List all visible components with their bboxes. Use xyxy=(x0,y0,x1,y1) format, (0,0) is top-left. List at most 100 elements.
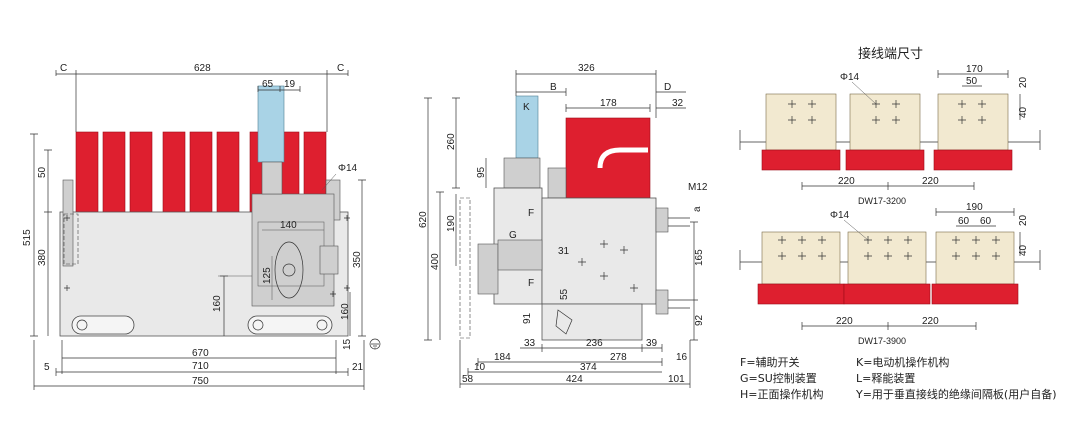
terminal-3900: Φ14 190 60 60 20 40 220 220 DW17-3900 xyxy=(739,202,1041,346)
terminal-3900-dim-190: 190 xyxy=(966,202,983,213)
terminal-3900-dim-20: 20 xyxy=(1018,214,1029,226)
legend: F=辅助开关 K=电动机操作机构 G=SU控制装置 L=释能装置 H=正面操作机… xyxy=(740,355,1057,401)
side-handle-bar xyxy=(597,147,648,169)
side-dim-190: 190 xyxy=(446,215,457,232)
terminal-3200-dim-170: 170 xyxy=(966,64,983,75)
side-phase-plate xyxy=(565,117,651,199)
side-insulation-plate xyxy=(459,197,471,339)
side-dim-58: 58 xyxy=(462,374,474,385)
side-dim-620: 620 xyxy=(418,211,429,228)
front-dim-750: 750 xyxy=(192,376,209,387)
terminal-3200-caption: DW17-3200 xyxy=(858,196,906,206)
legend-item-h: H=正面操作机构 xyxy=(740,387,824,401)
terminal-3900-plate-2 xyxy=(847,231,927,285)
side-label-f-bottom: F xyxy=(528,278,534,289)
front-dim-380: 380 xyxy=(37,249,48,266)
front-dim-5: 5 xyxy=(44,362,50,373)
side-dim-m12: M12 xyxy=(688,182,708,193)
side-dim-39: 39 xyxy=(646,338,658,349)
front-dim-19: 19 xyxy=(284,79,296,90)
front-lift-handle-left xyxy=(71,315,135,335)
side-lever xyxy=(555,309,573,335)
front-dim-125: 125 xyxy=(262,267,273,284)
side-dim-a: a xyxy=(692,206,703,212)
front-dim-160: 160 xyxy=(212,295,223,312)
front-handle-ellipse xyxy=(274,241,304,299)
side-aux-block xyxy=(547,167,567,199)
side-dim-278: 278 xyxy=(610,352,627,363)
front-aux-block xyxy=(319,245,339,275)
side-dim-260: 260 xyxy=(446,133,457,150)
side-mount-marks xyxy=(578,240,638,292)
front-motor-shaft xyxy=(261,161,283,195)
side-dim-165: 165 xyxy=(694,249,705,266)
terminal-3900-dim-60a: 60 xyxy=(958,216,970,227)
side-dim-95: 95 xyxy=(476,166,487,178)
front-dim-670: 670 xyxy=(192,348,209,359)
terminal-3900-phi14: Φ14 xyxy=(830,210,850,221)
terminal-3200-red-2 xyxy=(845,149,925,171)
terminal-3200-red-1 xyxy=(761,149,841,171)
legend-item-k: K=电动机操作机构 xyxy=(856,355,949,369)
terminal-3200-red-3 xyxy=(933,149,1013,171)
side-lower-frame xyxy=(541,303,643,341)
front-phase-plate xyxy=(216,131,240,215)
terminal-3900-red-1 xyxy=(757,283,845,305)
side-dim-400: 400 xyxy=(430,253,441,270)
terminal-3200-dim-40: 40 xyxy=(1018,106,1029,118)
terminal-3900-dim-220c: 220 xyxy=(836,316,853,327)
front-dim-21: 21 xyxy=(352,362,364,373)
legend-item-g: G=SU控制装置 xyxy=(740,371,817,385)
front-view: C 628 C 65 19 Φ14 140 515 380 50 160 125… xyxy=(22,63,381,390)
front-lift-handle-right xyxy=(247,315,333,335)
side-dim-31: 31 xyxy=(558,246,570,257)
front-dim-phi14: Φ14 xyxy=(338,163,358,174)
side-dim-16: 16 xyxy=(676,352,688,363)
terminal-3900-plate-1 xyxy=(761,231,841,285)
front-dim-15: 15 xyxy=(342,338,353,350)
front-dim-350: 350 xyxy=(352,251,363,268)
side-dim-33: 33 xyxy=(524,338,536,349)
side-label-k: K xyxy=(523,102,530,113)
terminal-3900-plate-3 xyxy=(935,231,1015,285)
terminal-3200-phi14: Φ14 xyxy=(840,72,860,83)
side-label-f-top: F xyxy=(528,208,534,219)
terminal-3200-plate-2 xyxy=(849,93,921,151)
front-dim-c-left: C xyxy=(60,63,67,74)
side-dim-326: 326 xyxy=(578,63,595,74)
terminal-3900-red-3 xyxy=(931,283,1019,305)
side-dim-424: 424 xyxy=(566,374,583,385)
side-handle-block xyxy=(477,243,499,295)
front-dim-65: 65 xyxy=(262,79,274,90)
front-handle-hub xyxy=(282,263,296,277)
terminal-3900-dim-60b: 60 xyxy=(980,216,992,227)
terminal-3900-caption: DW17-3900 xyxy=(858,336,906,346)
side-label-g: G xyxy=(509,230,517,241)
side-breaker-body xyxy=(541,197,657,305)
front-dim-628: 628 xyxy=(194,63,211,74)
terminal-3200-plate-3 xyxy=(937,93,1009,151)
side-terminal-bottom xyxy=(655,289,669,315)
side-dim-d: D xyxy=(664,82,671,93)
side-dim-55: 55 xyxy=(559,288,570,300)
side-view: K F G F 326 B D 178 32 620 xyxy=(418,63,708,388)
front-side-bracket xyxy=(62,179,74,267)
terminal-3200-dim-50: 50 xyxy=(966,76,978,87)
front-hidden-outline xyxy=(63,213,79,265)
legend-item-y: Y=用于垂直接线的绝缘间隔板(用户自备) xyxy=(855,387,1057,401)
side-dim-91: 91 xyxy=(522,312,533,324)
side-terminal-top xyxy=(655,207,669,233)
front-mount-marks xyxy=(64,215,350,297)
side-dim-236: 236 xyxy=(586,338,603,349)
front-phase-plate xyxy=(189,131,213,215)
front-motor-k xyxy=(257,85,285,163)
side-dim-32: 32 xyxy=(672,98,684,109)
terminal-3200-dim-220b: 220 xyxy=(922,176,939,187)
terminal-3200-dim-20: 20 xyxy=(1018,76,1029,88)
terminal-3900-dim-220d: 220 xyxy=(922,316,939,327)
terminal-title: 接线端尺寸 xyxy=(858,46,923,62)
front-phase-plate xyxy=(129,131,153,215)
legend-item-l: L=释能装置 xyxy=(856,371,915,385)
front-phase-plate xyxy=(162,131,186,215)
